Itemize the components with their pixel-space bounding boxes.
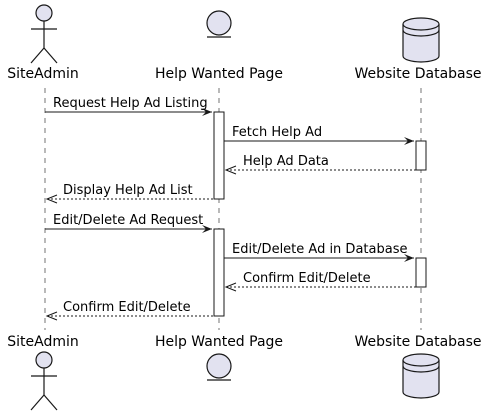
message-label: Edit/Delete Ad in Database — [232, 242, 407, 257]
message-3: Help Ad Data — [224, 154, 416, 175]
participant-label-siteadmin: SiteAdmin — [7, 66, 79, 82]
database-icon — [402, 353, 440, 399]
message-1: Request Help Ad Listing — [45, 96, 212, 116]
database-website-database-bottom: Website Database — [354, 334, 482, 399]
entity-help-wanted-page-bottom: Help Wanted Page — [155, 334, 283, 381]
message-label: Request Help Ad Listing — [53, 96, 208, 111]
activation-website-database-1 — [415, 140, 427, 171]
message-label: Display Help Ad List — [63, 183, 193, 198]
message-label: Fetch Help Ad — [232, 125, 322, 140]
entity-help-wanted-page-top: Help Wanted Page — [155, 10, 283, 82]
participant-label-help-wanted-page: Help Wanted Page — [155, 66, 283, 82]
participant-label-siteadmin: SiteAdmin — [7, 334, 79, 350]
message-5: Edit/Delete Ad Request — [45, 213, 212, 233]
message-label: Confirm Edit/Delete — [63, 300, 191, 315]
participant-label-help-wanted-page: Help Wanted Page — [155, 334, 283, 350]
activation-help-wanted-page-1 — [213, 111, 225, 200]
message-8: Confirm Edit/Delete — [45, 300, 214, 321]
message-4: Display Help Ad List — [45, 183, 214, 204]
database-icon — [402, 17, 440, 63]
message-label: Edit/Delete Ad Request — [53, 213, 203, 228]
actor-siteadmin-top: SiteAdmin — [7, 4, 79, 82]
actor-icon — [30, 4, 58, 64]
activation-help-wanted-page-2 — [213, 228, 225, 317]
message-label: Help Ad Data — [243, 154, 329, 169]
participant-label-website-database: Website Database — [354, 334, 481, 350]
entity-icon — [206, 10, 232, 38]
message-2: Fetch Help Ad — [224, 125, 414, 145]
message-label: Confirm Edit/Delete — [243, 271, 371, 286]
actor-siteadmin-bottom: SiteAdmin — [7, 334, 79, 411]
activation-website-database-2 — [415, 257, 427, 288]
message-7: Confirm Edit/Delete — [224, 271, 416, 292]
entity-icon — [206, 353, 232, 381]
database-website-database-top: Website Database — [354, 17, 482, 82]
message-6: Edit/Delete Ad in Database — [224, 242, 414, 262]
participant-label-website-database: Website Database — [354, 66, 481, 82]
actor-icon — [30, 351, 58, 411]
